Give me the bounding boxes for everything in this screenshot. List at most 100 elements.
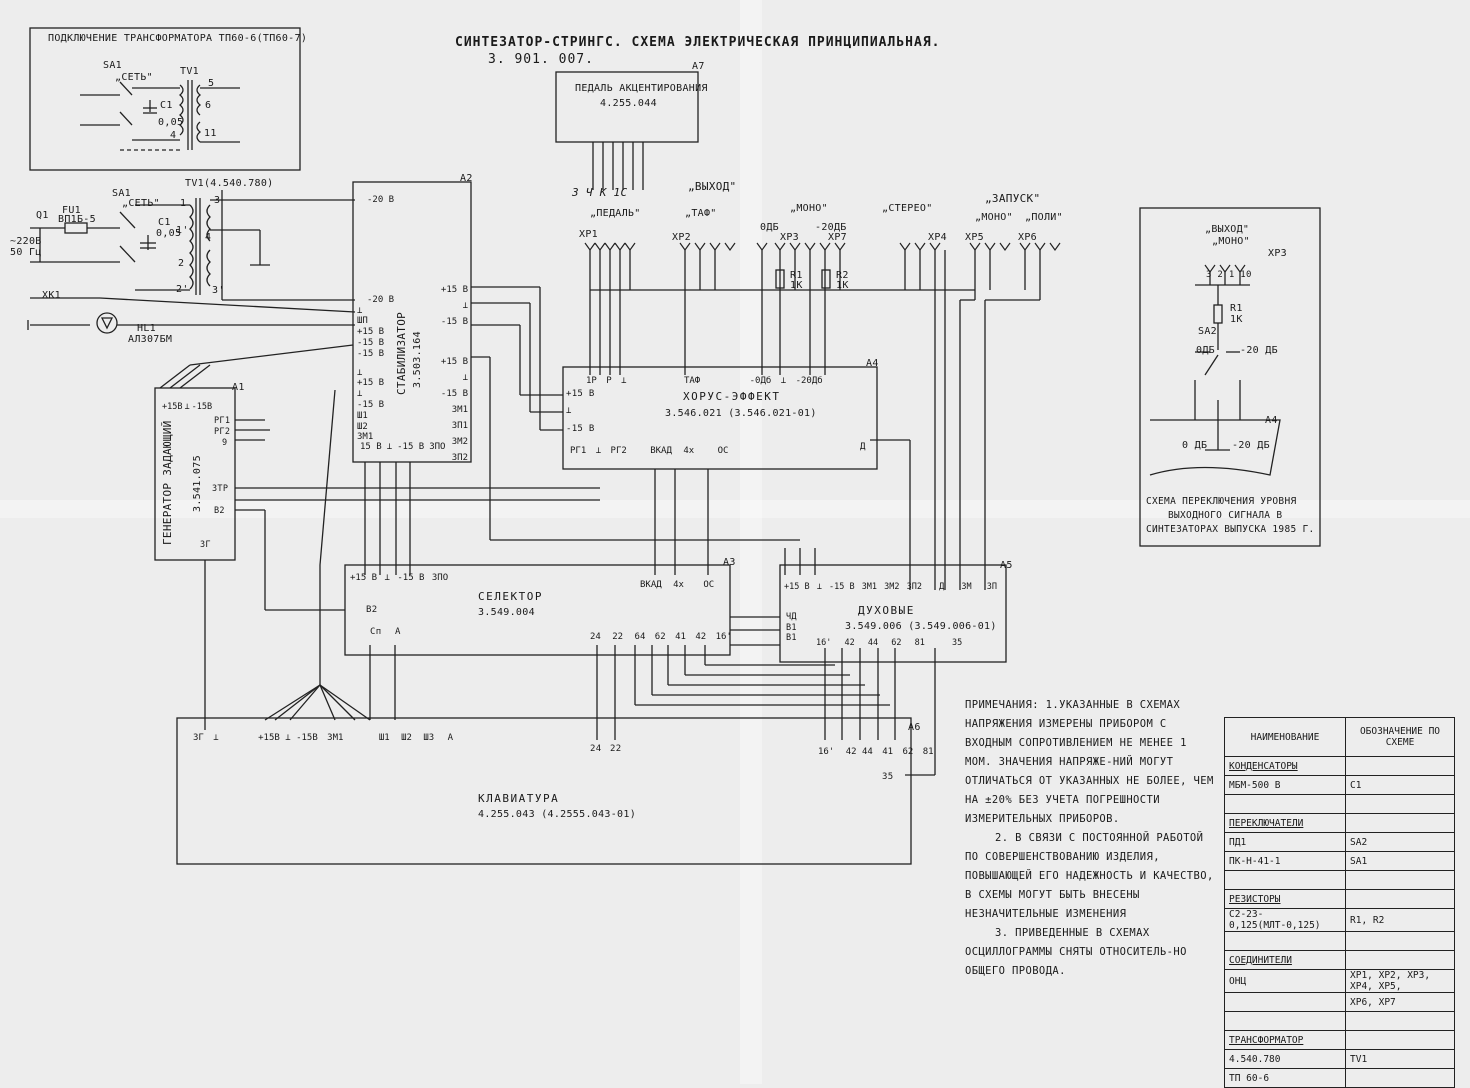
inset-caption-3: СИНТЕЗАТОРАХ ВЫПУСКА 1985 Г. bbox=[1146, 524, 1315, 535]
pin-6-inset: 6 bbox=[205, 100, 212, 111]
label-set: „СЕТЬ" bbox=[122, 198, 160, 209]
a1-pin-v2: В2 bbox=[214, 506, 225, 516]
label-taf: „ТАФ" bbox=[685, 208, 717, 219]
note-3: 3. ПРИВЕДЕННЫЕ В СХЕМАХ ОСЦИЛЛОГРАММЫ СН… bbox=[965, 927, 1187, 977]
a2-pin: ⊥ bbox=[386, 442, 393, 452]
paper-fold-vertical bbox=[740, 0, 762, 1084]
spec-cell-name: ТП 60-6 bbox=[1224, 1068, 1346, 1088]
a5-name: ДУХОВЫЕ bbox=[858, 604, 915, 617]
a2-name: СТАБИЛИЗАТОР bbox=[395, 311, 408, 395]
a5-pin: Д bbox=[939, 582, 945, 592]
a6-code: 4.255.043 (4.2555.043-01) bbox=[478, 809, 637, 820]
a2-pin: +15 В bbox=[440, 357, 468, 367]
label-xp4: XP4 bbox=[928, 232, 947, 243]
notes-block: ПРИМЕЧАНИЯ: 1.УКАЗАННЫЕ В СХЕМАХ НАПРЯЖЕ… bbox=[965, 696, 1215, 981]
label-pedal: „ПЕДАЛЬ" bbox=[590, 208, 641, 219]
a6-pin: 35 bbox=[882, 772, 894, 782]
a1-pin-rg2: РГ2 bbox=[214, 427, 231, 437]
a2-pin: -20 В bbox=[367, 294, 395, 305]
spec-cell-ref: XP1, XP2, XP3, XP4, XP5, bbox=[1345, 969, 1455, 993]
a1-pin-3g: ЗГ bbox=[200, 540, 211, 550]
a5-pins-top: +15 В ⊥ -15 В ЗМ1 ЗМ2 ЗП2 Д ЗМ ЗП bbox=[784, 582, 997, 592]
a5-pins-bottom: 16' 42 44 62 81 35 bbox=[816, 638, 962, 648]
a2-pin: -20 В bbox=[367, 195, 395, 205]
a6-pin: 22 bbox=[610, 744, 622, 754]
a2-pin: -15 В bbox=[357, 399, 385, 410]
a4-pin: 1Р bbox=[586, 376, 597, 386]
label-xp3: XP3 bbox=[780, 232, 799, 243]
a1-pins: +15В ⊥ -15В bbox=[162, 402, 212, 412]
inset-caption-1: СХЕМА ПЕРЕКЛЮЧЕНИЯ УРОВНЯ bbox=[1146, 496, 1297, 507]
a2-pin: ⊥ bbox=[357, 389, 363, 400]
a2-pin: ⊥ bbox=[462, 301, 468, 311]
a4-name: ХОРУС-ЭФФЕКТ bbox=[683, 390, 781, 403]
label-xp6: XP6 bbox=[1018, 232, 1037, 243]
note-2: 2. В СВЯЗИ С ПОСТОЯННОЙ РАБОТОЙ ПО СОВЕР… bbox=[965, 832, 1214, 920]
spec-cell-ref bbox=[1345, 931, 1455, 951]
spec-cell-ref: SA1 bbox=[1345, 851, 1455, 871]
a4-pin: РГ2 bbox=[610, 446, 627, 456]
spec-header-name: НАИМЕНОВАНИЕ bbox=[1224, 717, 1346, 757]
a4-pin: +15 В bbox=[566, 389, 595, 399]
a5-pin: ЗП bbox=[986, 582, 998, 592]
a6-pin: А bbox=[447, 733, 454, 743]
a1-ref: A1 bbox=[232, 382, 245, 393]
spec-cell-name: СОЕДИНИТЕЛИ bbox=[1224, 950, 1346, 970]
a2-pin: -15 В bbox=[357, 348, 385, 359]
a1-pin-3tr: ЗТР bbox=[212, 484, 229, 494]
inset-transformer-caption: ПОДКЛЮЧЕНИЕ ТРАНСФОРМАТОРА ТП60-6(ТП60-7… bbox=[48, 33, 308, 44]
a6-pin: 16' bbox=[818, 747, 835, 757]
a6-pin: 42 bbox=[845, 747, 857, 757]
spec-cell-ref: TV1 bbox=[1345, 1049, 1455, 1069]
a3-name: СЕЛЕКТОР bbox=[478, 590, 543, 603]
pin-5-inset: 5 bbox=[208, 78, 215, 89]
inset-pins: 3 2 1 10 bbox=[1206, 270, 1252, 280]
a2-ref: A2 bbox=[460, 173, 473, 184]
label-exit: „ВЫХОД" bbox=[688, 180, 737, 193]
label-mono2: „МОНО" bbox=[975, 212, 1013, 223]
note-1: ПРИМЕЧАНИЯ: 1.УКАЗАННЫЕ В СХЕМАХ НАПРЯЖЕ… bbox=[965, 699, 1214, 825]
a1-code: 3.541.075 bbox=[192, 455, 203, 512]
spec-cell-ref bbox=[1345, 794, 1455, 814]
a7-ref: A7 bbox=[692, 61, 705, 72]
a2-pin: -15 В bbox=[357, 337, 385, 348]
a7-code: 4.255.044 bbox=[600, 98, 657, 109]
a5-pin: +15 В bbox=[784, 582, 810, 592]
a6-pin: -15В bbox=[296, 733, 318, 743]
a3-pins-top: +15 В ⊥ -15 В ЗПО bbox=[350, 573, 448, 583]
a3-pin: -15 В bbox=[397, 573, 425, 583]
a2-pin: +15 В bbox=[357, 378, 385, 389]
a4-ref: A4 bbox=[866, 358, 879, 369]
spec-cell-ref bbox=[1345, 756, 1455, 776]
spec-cell-name: ОНЦ bbox=[1224, 969, 1346, 993]
a5-pin: ЗМ2 bbox=[884, 582, 900, 592]
a5-pin: В1 bbox=[786, 633, 797, 643]
a3-pins-bottom: 24 22 64 62 41 42 16' bbox=[590, 632, 732, 642]
a6-pin: Ш3 bbox=[423, 733, 435, 743]
a5-ref: A5 bbox=[1000, 560, 1013, 571]
block-a7-frame bbox=[555, 71, 699, 143]
label-mono: „МОНО" bbox=[790, 203, 828, 214]
a3-pin: В2 bbox=[366, 605, 378, 615]
spec-row: XP6, XP7 bbox=[1224, 992, 1455, 1012]
a3-pins-top-right: ВКАД 4х ОС bbox=[640, 580, 714, 590]
a3-ref: A3 bbox=[723, 557, 736, 568]
a1-name: ГЕНЕРАТОР ЗАДАЮЩИЙ bbox=[161, 420, 174, 545]
inset-mono: „МОНО" bbox=[1212, 236, 1250, 247]
label-start: „ЗАПУСК" bbox=[985, 192, 1041, 205]
label-stereo: „СТЕРЕО" bbox=[882, 203, 933, 214]
label-r1-val: 1К bbox=[790, 280, 803, 291]
spec-row: ТП 60-6 bbox=[1224, 1068, 1455, 1088]
a6-pins-top-right: 16' 42 44 41 62 81 bbox=[818, 747, 934, 757]
inset-switch-frame bbox=[1139, 207, 1321, 547]
a2-pin: +15 В bbox=[357, 327, 385, 338]
a6-pin: ЗМ1 bbox=[327, 733, 344, 743]
spec-header-row: НАИМЕНОВАНИЕ ОБОЗНАЧЕНИЕ ПО СХЕМЕ bbox=[1224, 717, 1455, 757]
a3-pin: ЗПО bbox=[431, 573, 449, 583]
spec-cell-ref bbox=[1345, 950, 1455, 970]
a3-pin: ВКАД bbox=[640, 580, 662, 590]
pin-4: 4 bbox=[205, 232, 212, 243]
a4-pins-top: 1Р Р ⊥ ТАФ -0Дб ⊥ -20Дб bbox=[586, 376, 823, 386]
